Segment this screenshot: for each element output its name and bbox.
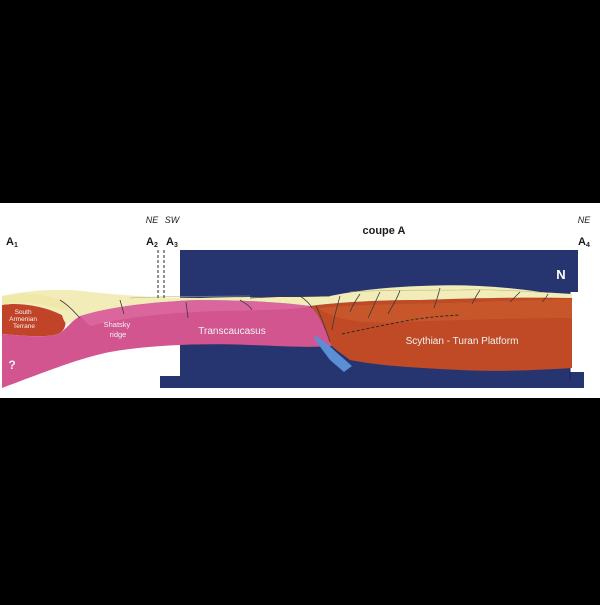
north-label: N (556, 267, 565, 282)
point-label-a2: A2 (146, 236, 158, 249)
label-shatsky-ridge: Shatsky ridge (104, 320, 133, 339)
point-label-a1: A1 (6, 236, 18, 249)
thrust-dashed-line (341, 314, 461, 335)
south-armenian-terrane-unit (2, 304, 66, 337)
sediment-cover-left (2, 294, 70, 312)
orientation-sw: SW (165, 215, 181, 225)
label-transcaucasus: Transcaucasus (198, 326, 265, 337)
fault-lines (59, 287, 549, 343)
orientation-ne-right: NE (578, 215, 591, 225)
label-unknown: ? (8, 358, 15, 372)
sediment-cover (2, 285, 572, 324)
label-scythian-turan-platform: Scythian - Turan Platform (406, 336, 519, 347)
transcaucasus-unit (2, 300, 332, 388)
point-label-a3: A3 (166, 236, 178, 249)
transcaucasus-shading (80, 300, 310, 326)
label-south-armenian-terrane: South Armenian Terrane (9, 309, 39, 330)
platform-upper-shading (318, 299, 572, 323)
section-title: coupe A (363, 225, 406, 237)
subducting-slab (314, 336, 352, 372)
point-label-a4: A4 (578, 236, 590, 249)
orientation-ne-left: NE (146, 215, 159, 225)
sediment-bedding (129, 289, 551, 299)
